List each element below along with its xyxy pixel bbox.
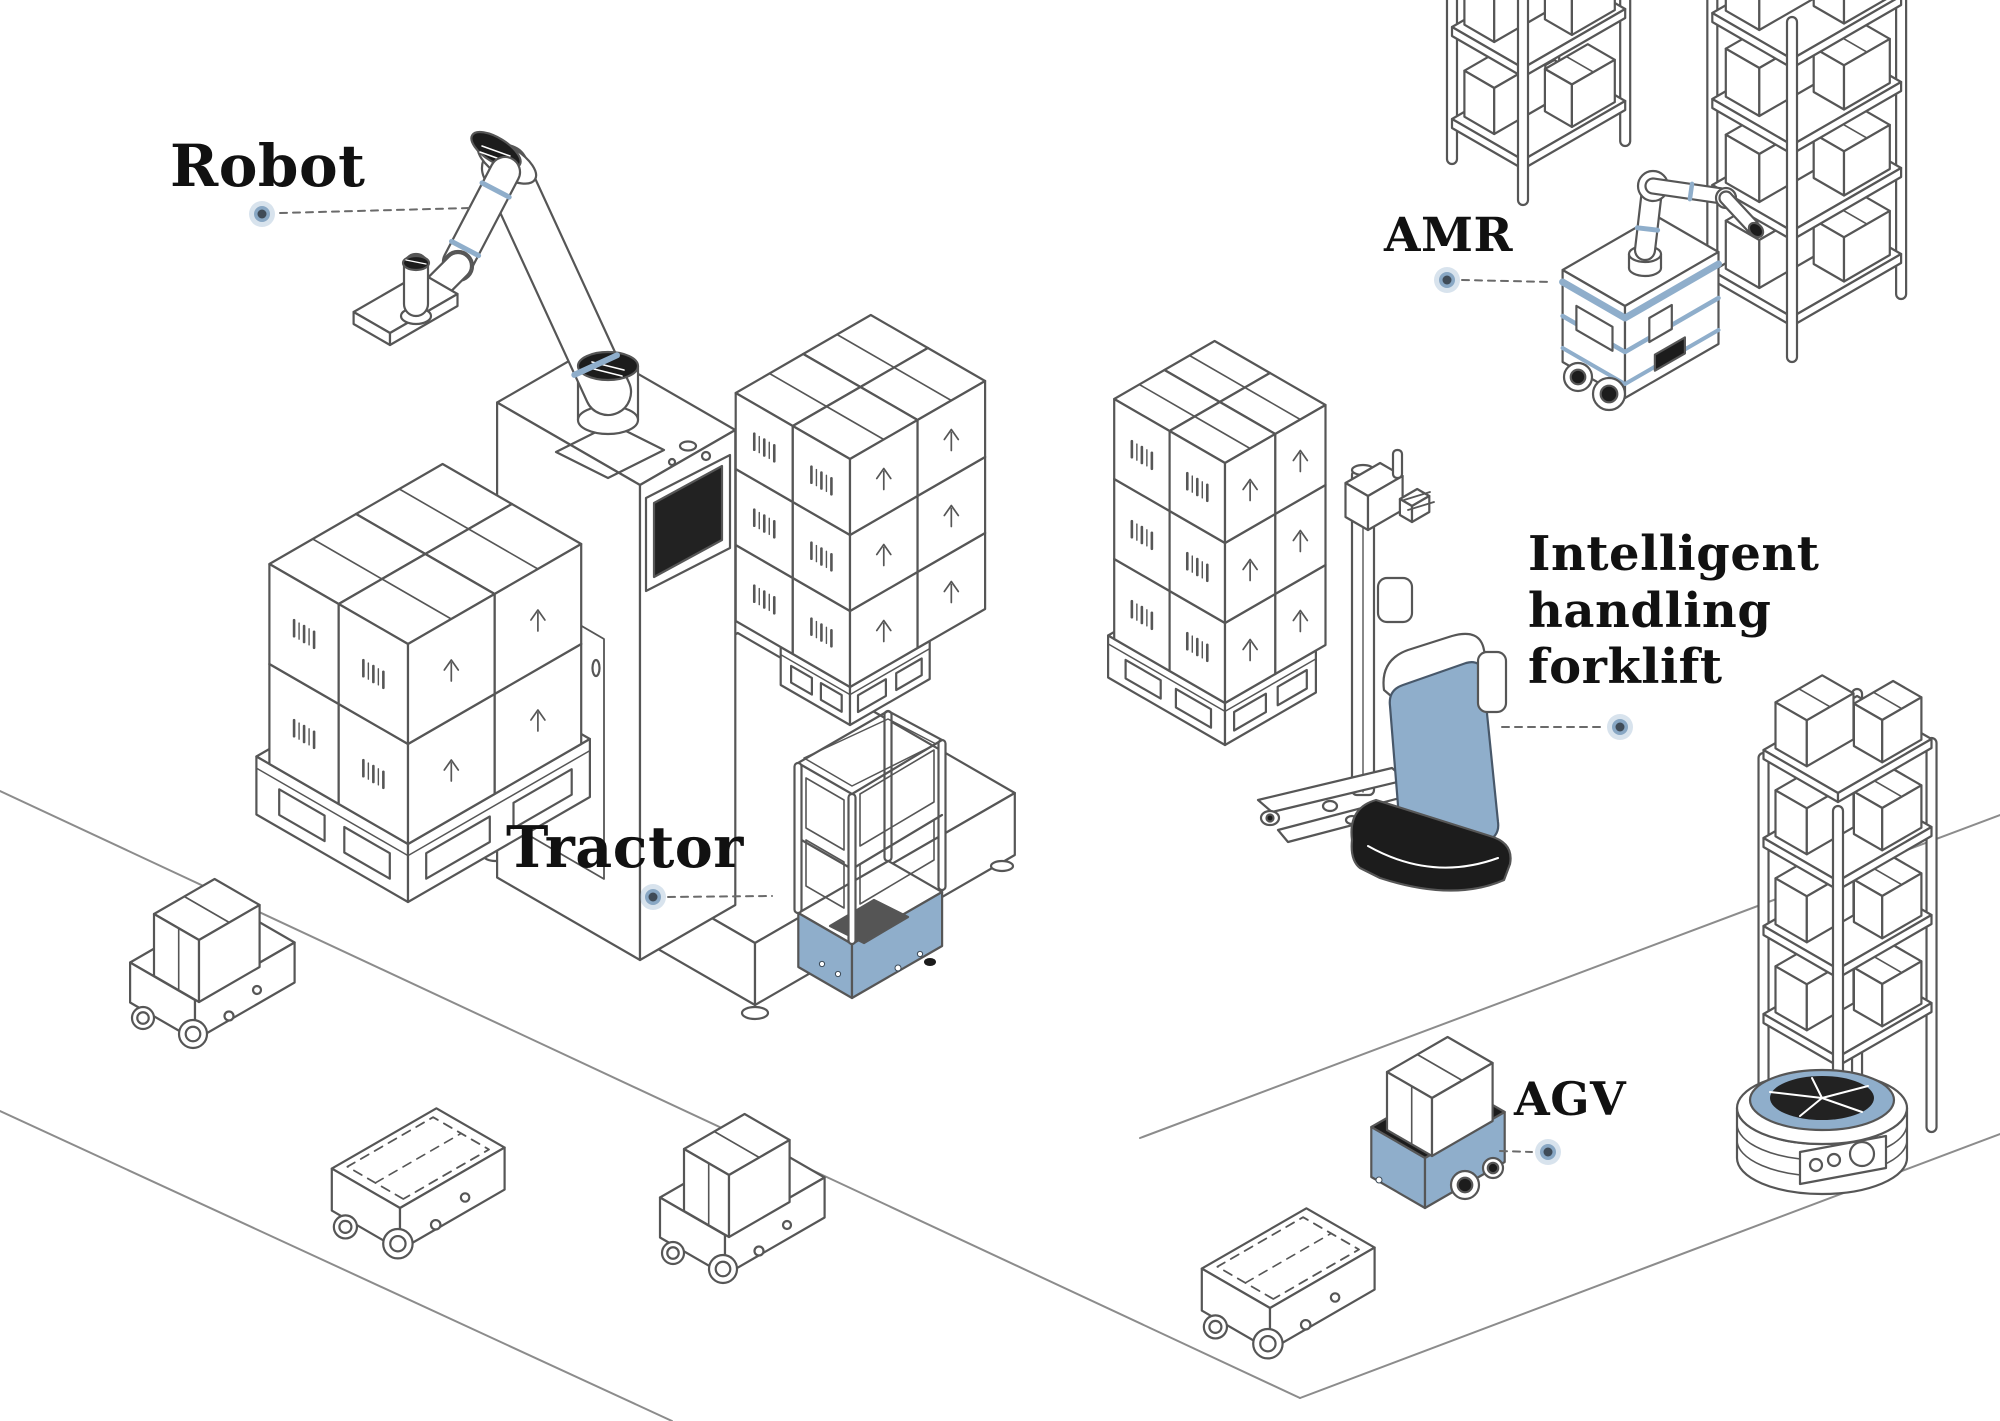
- label-intelligent-handling-forklift: Intelligent handling forklift: [1528, 526, 1820, 696]
- intelligent-handling-forklift: [1256, 448, 1512, 892]
- floor-edge-lines: [0, 790, 2000, 1421]
- kiva-shelf-robot: [1735, 1068, 1909, 1196]
- storage-shelf-top-right: [1706, 0, 1908, 364]
- storage-shelf-top-left: [1445, 0, 1632, 207]
- tractor-annotation-marker: [640, 884, 773, 910]
- cart-flat-right: [1200, 1207, 1376, 1360]
- pallet-on-platform: [734, 313, 987, 727]
- robot-annotation-marker: [249, 201, 471, 227]
- label-robot: Robot: [170, 132, 366, 200]
- forklift-annotation-marker: [1501, 714, 1633, 740]
- cart-flat-left: [330, 1107, 506, 1260]
- robot-arm: [352, 130, 640, 436]
- label-tractor: Tractor: [506, 814, 744, 881]
- amr-robot: [1559, 169, 1765, 412]
- agv-annotation-marker: [1499, 1139, 1561, 1165]
- amr-annotation-marker: [1434, 267, 1553, 293]
- forklift-pallet: [1107, 339, 1327, 747]
- cart-with-box-center: [658, 1112, 826, 1285]
- label-agv: AGV: [1514, 1072, 1627, 1126]
- kiva-shelf: [1757, 674, 1938, 1188]
- pallet-left: [255, 462, 591, 904]
- label-amr: AMR: [1384, 208, 1514, 263]
- cart-with-box-left: [129, 877, 296, 1050]
- agv-vehicle: [1370, 1035, 1506, 1210]
- tractor-cart: [793, 709, 947, 1000]
